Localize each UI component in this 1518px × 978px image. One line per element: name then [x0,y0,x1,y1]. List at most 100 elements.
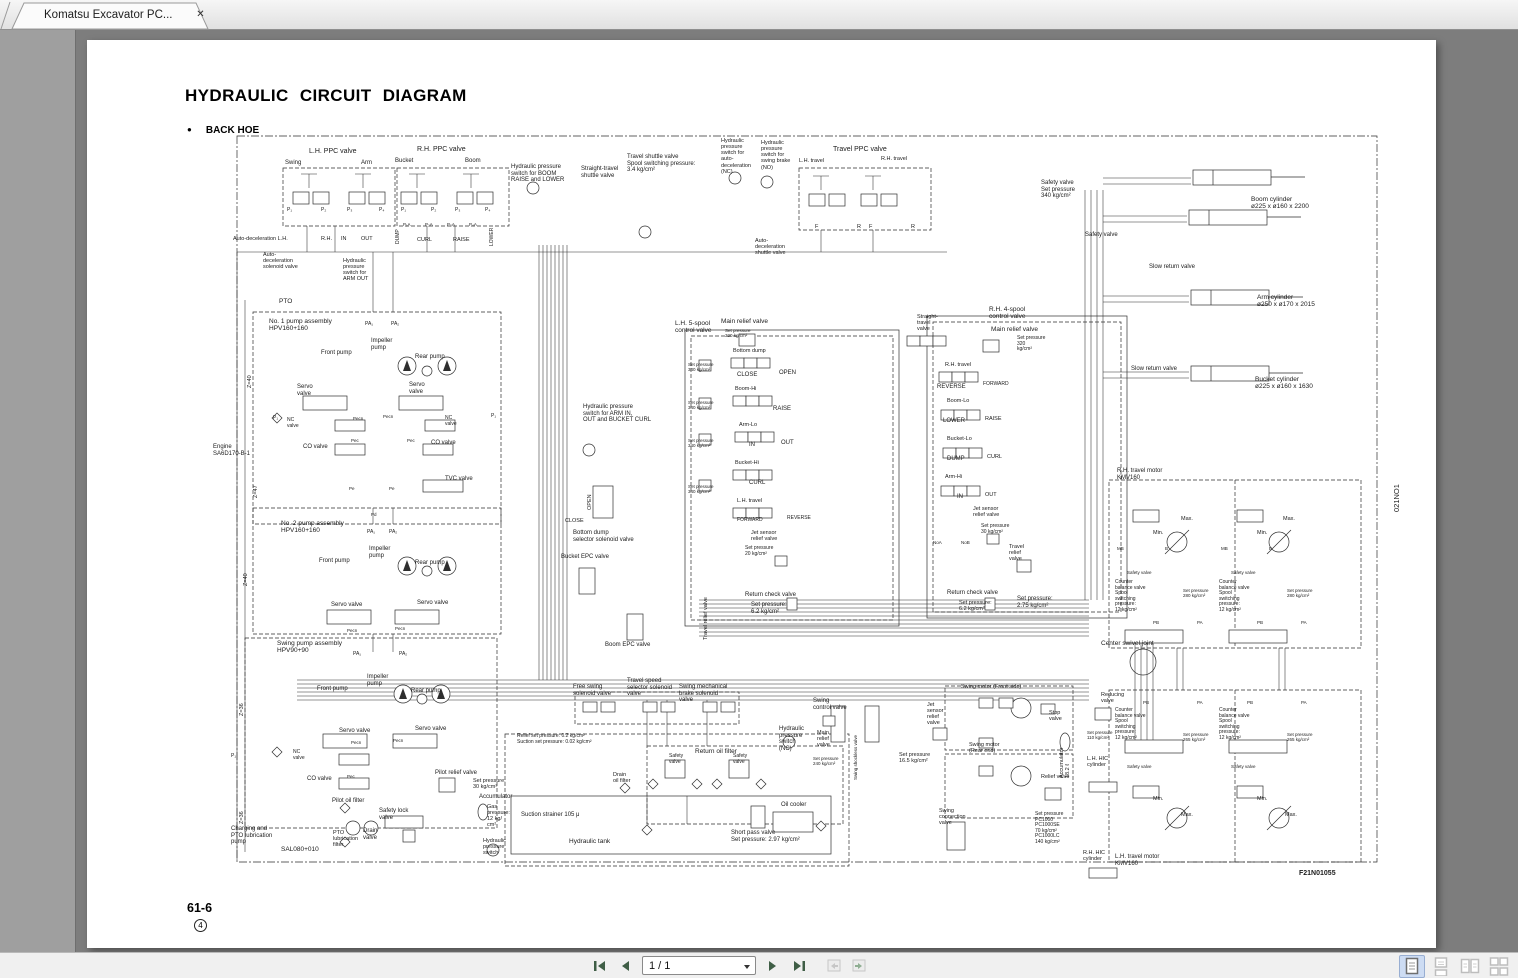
page-subtitle-text: BACK HOE [205,125,260,136]
diagram-label: P₃A [447,222,455,227]
diagram-label: No. 1 pump assembly HPV160+160 [269,318,332,333]
diagram-label: DUMP [947,456,965,462]
diagram-label: Servo valve [339,728,371,734]
previous-view-button[interactable] [824,957,842,975]
diagram-label: P₂ [431,207,437,213]
diagram-label: CO valve [307,776,332,782]
tab-close-icon[interactable]: ✕ [196,9,205,20]
page-layout-buttons [1399,954,1512,978]
diagram-label: IN [957,494,963,500]
diagram-label: Set pressure 320 kg/cm² [1017,335,1046,353]
single-page-icon [1405,957,1419,974]
tab-title: Komatsu Excavator PC... [44,9,173,21]
diagram-label: Set pressure 340 kg/cm² [688,484,714,495]
diagram-label: Hydraulic pressure switch [483,838,506,857]
diagram-label: Hydraulic pressure switch for auto- dece… [721,138,751,175]
diagram-label: Servo valve [409,382,425,395]
document-canvas[interactable]: HYDRAULIC CIRCUIT DIAGRAM ●BACK HOE [76,30,1518,952]
diagram-label: CO valve [303,444,328,450]
diagram-label: Front pump [319,558,350,564]
diagram-label: OUT [361,236,373,242]
single-page-layout-button[interactable] [1399,954,1425,978]
diagram-label: Max. [1283,516,1295,522]
diagram-label: Impeller pump [369,546,391,559]
diagram-label: R.H. travel motor KMV160 [1117,468,1163,481]
diagram-label: Boom EPC valve [605,642,651,648]
diagram-label: Pecn [347,628,358,633]
diagram-label: Pec [347,774,355,779]
diagram-label: NC valve [445,415,457,427]
diagram-label: Gas pressure: 12 kg/ cm² [487,804,510,829]
diagram-label: R [857,224,861,230]
diagram-label: Front pump [317,686,348,692]
diagram-label: Min. [1153,530,1164,536]
diagram-label: Swing motor (Rear end) [969,742,1000,755]
diagram-label: Safety valve [733,753,748,765]
diagram-label: Impeller pump [371,338,393,351]
diagram-label: P₁ [287,207,293,213]
diagram-label: Safety valve [1127,570,1152,575]
continuous-layout-button[interactable] [1428,955,1454,978]
previous-page-button[interactable] [616,957,634,975]
diagram-label: Drain oil filter [613,772,631,785]
page-title: HYDRAULIC CIRCUIT DIAGRAM [185,86,467,105]
facing-layout-button[interactable] [1457,955,1483,978]
diagram-label: PA₂ [391,321,400,327]
diagram-label: PA [1197,620,1203,625]
diagram-label: REVERSE [787,515,811,521]
diagram-label: Safety valve [1231,570,1256,575]
diagram-label: B [1269,546,1273,551]
last-page-button[interactable] [790,957,808,975]
diagram-label: PTO [279,298,293,305]
diagram-label: Swing shockless valve [853,734,858,780]
diagram-label: RAISE [985,416,1002,422]
diagram-label: Arm-Lo [739,422,758,428]
diagram-label: NoB [961,540,970,545]
diagram-label: F [815,224,819,230]
diagram-label: Return check valve [947,590,999,596]
continuous-facing-layout-button[interactable] [1486,955,1512,978]
diagram-label: R.H. HIC cylinder [1083,850,1105,863]
diagram-label: OUT [985,492,997,498]
diagram-label: Front pump [321,350,352,356]
diagram-label: OPEN [779,370,797,376]
diagram-label: Swing connection valve [939,808,966,827]
tab-shape [0,1,209,30]
diagram-label: PB [1247,700,1254,705]
diagram-label: Swing [285,160,302,166]
next-view-button[interactable] [850,957,868,975]
diagram-label: CURL [417,237,432,243]
page-indicator-dropdown[interactable]: 1 / 1 [642,956,756,975]
diagram-label: Short pass valve Set pressure: 2.97 kg/c… [731,830,800,843]
next-page-button[interactable] [764,957,782,975]
diagram-label: Swing pump assembly HPV90+90 [277,640,343,655]
diagram-label: PA [1197,700,1203,705]
diagram-label: Arm-Hi [945,474,963,480]
diagram-label: L.H. PPC valve [309,148,357,155]
diagram-label: Set pressure: 6.2 kg/cm² [751,602,787,615]
diagram-label: PA₂ [389,529,398,535]
diagram-label: Bucket EPC valve [561,554,610,560]
diagram-label: Accumulator [479,794,513,800]
document-tab[interactable]: Komatsu Excavator PC... ✕ [14,2,206,29]
diagram-label: Pilot relief valve [435,770,478,776]
diagram-label: Auto- deceleration shuttle valve [755,238,786,257]
first-page-button[interactable] [590,957,608,975]
facing-layout-icon [1460,958,1480,973]
diagram-label: Pecn [395,626,406,631]
diagram-label: Hydraulic pressure switch for ARM OUT [343,258,369,283]
diagram-label: Pecn [383,414,394,419]
diagram-label: Relief valve [1041,774,1070,780]
diagram-label: REVERSE [937,384,966,390]
diagram-label: Max. [1285,812,1297,818]
diagram-label: R.H. travel [945,362,971,368]
last-page-icon [793,960,805,971]
diagram-label: FORWARD [737,517,763,523]
diagram-label: PA₁ [367,529,375,535]
diagram-label: Rear pump [415,560,445,566]
diagram-label: Min. [1257,796,1268,802]
diagram-label: LOWER [489,227,495,246]
continuous-layout-icon [1434,956,1448,976]
